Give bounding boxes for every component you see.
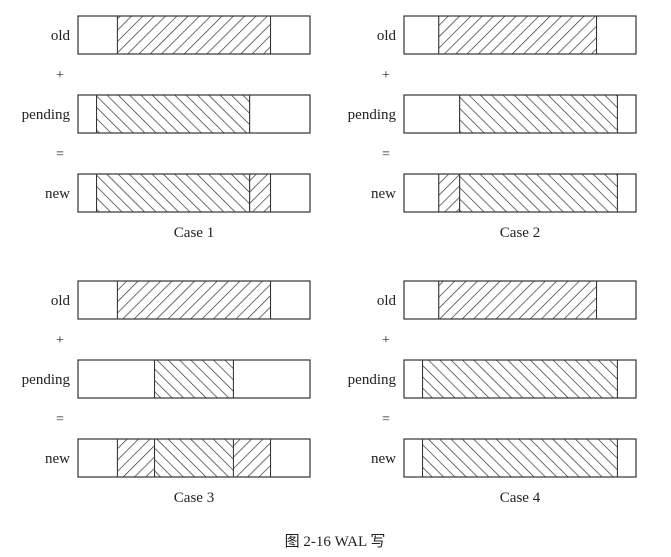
row-label-new: new <box>45 451 70 467</box>
row-label-new: new <box>45 186 70 202</box>
pending-segment-empty <box>77 359 156 399</box>
row-label-new: new <box>371 451 396 467</box>
new-segment-forward <box>249 173 272 213</box>
new-segment-back <box>422 438 618 478</box>
new-segment-empty <box>77 173 98 213</box>
old-segment-forward <box>116 280 272 320</box>
new-segment-empty <box>270 438 311 478</box>
pending-segment-back <box>422 359 618 399</box>
case-caption: Case 2 <box>500 225 540 241</box>
old-segment-forward <box>438 280 598 320</box>
row-label-pending: pending <box>348 107 397 123</box>
equals-operator: = <box>382 412 390 427</box>
figure-caption: 图 2-16 WAL 写 <box>285 533 386 550</box>
equals-operator: = <box>56 147 64 162</box>
pending-segment-back <box>96 94 251 134</box>
row-label-old: old <box>51 28 71 44</box>
row-label-new: new <box>371 186 396 202</box>
pending-segment-empty <box>616 94 637 134</box>
new-bar-outline <box>403 173 637 213</box>
new-segment-back <box>96 173 251 213</box>
old-segment-empty <box>403 280 440 320</box>
old-segment-empty <box>77 15 118 55</box>
old-segment-empty <box>270 15 311 55</box>
row-label-pending: pending <box>348 372 397 388</box>
equals-operator: = <box>382 147 390 162</box>
new-bar-outline <box>77 173 311 213</box>
old-bar-outline <box>403 15 637 55</box>
row-label-old: old <box>377 293 397 309</box>
old-segment-empty <box>596 15 637 55</box>
new-segment-back <box>154 438 234 478</box>
pending-bar-outline <box>77 94 311 134</box>
new-segment-empty <box>77 438 118 478</box>
old-segment-forward <box>438 15 598 55</box>
old-segment-forward <box>116 15 272 55</box>
pending-segment-back <box>154 359 234 399</box>
row-label-old: old <box>51 293 71 309</box>
new-segment-empty <box>403 173 440 213</box>
new-segment-forward <box>438 173 461 213</box>
old-segment-empty <box>270 280 311 320</box>
pending-segment-empty <box>249 94 311 134</box>
pending-bar-outline <box>403 94 637 134</box>
row-label-pending: pending <box>22 372 71 388</box>
new-segment-empty <box>616 173 637 213</box>
plus-operator: + <box>56 333 64 348</box>
new-segment-forward <box>232 438 272 478</box>
pending-segment-empty <box>403 359 424 399</box>
row-label-pending: pending <box>22 107 71 123</box>
new-segment-empty <box>616 438 637 478</box>
pending-segment-back <box>459 94 618 134</box>
pending-segment-empty <box>403 94 461 134</box>
case-caption: Case 1 <box>174 225 214 241</box>
case-caption: Case 3 <box>174 490 214 506</box>
pending-bar-outline <box>403 359 637 399</box>
old-bar-outline <box>403 280 637 320</box>
old-segment-empty <box>77 280 118 320</box>
old-segment-empty <box>596 280 637 320</box>
plus-operator: + <box>56 68 64 83</box>
plus-operator: + <box>382 68 390 83</box>
new-segment-empty <box>403 438 424 478</box>
new-bar-outline <box>77 438 311 478</box>
pending-segment-empty <box>77 94 98 134</box>
pending-bar-outline <box>77 359 311 399</box>
old-bar-outline <box>77 15 311 55</box>
new-segment-back <box>459 173 618 213</box>
new-segment-empty <box>270 173 311 213</box>
equals-operator: = <box>56 412 64 427</box>
plus-operator: + <box>382 333 390 348</box>
old-bar-outline <box>77 280 311 320</box>
pending-segment-empty <box>616 359 637 399</box>
new-segment-forward <box>116 438 156 478</box>
pending-segment-empty <box>232 359 311 399</box>
new-bar-outline <box>403 438 637 478</box>
case-caption: Case 4 <box>500 490 541 506</box>
old-segment-empty <box>403 15 440 55</box>
row-label-old: old <box>377 28 397 44</box>
